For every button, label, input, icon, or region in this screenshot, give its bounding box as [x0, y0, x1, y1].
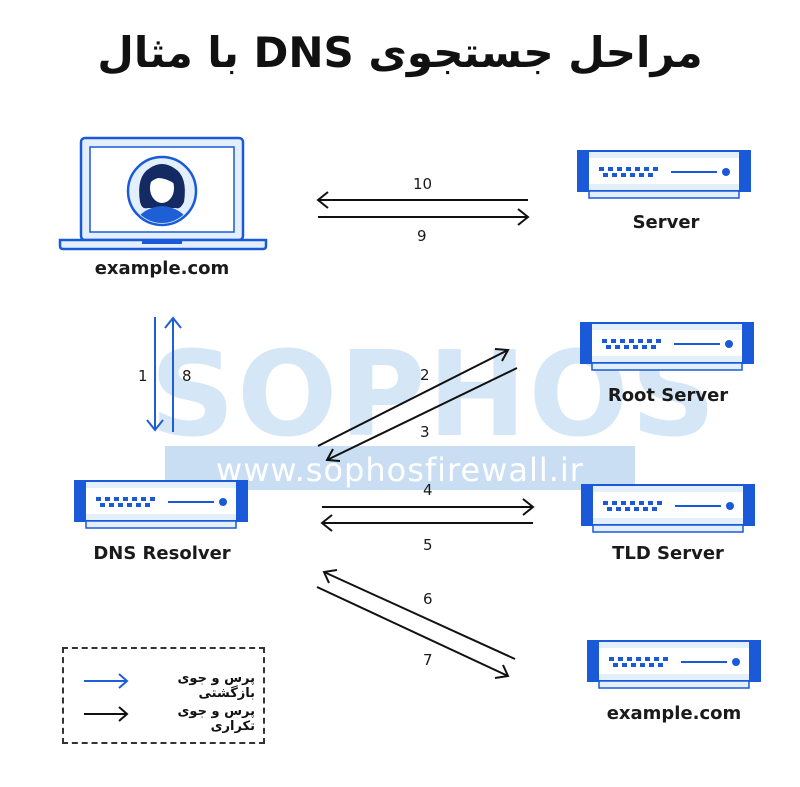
step-label-2: 2	[420, 366, 430, 384]
auth-server-icon	[587, 640, 761, 689]
step-label-5: 5	[423, 536, 433, 554]
step-label-4: 4	[423, 481, 433, 499]
watermark-url: www.sophosfirewall.ir	[216, 451, 584, 489]
tld-server-icon	[581, 484, 755, 533]
legend	[62, 647, 265, 744]
laptop-user-icon	[58, 136, 268, 251]
arrow-step-7	[316, 586, 509, 677]
arrow-step-6	[323, 571, 516, 660]
page-title: مراحل جستجوی DNS با مثال	[97, 28, 703, 77]
arrow-step-2	[317, 349, 509, 447]
step-label-1: 1	[138, 367, 148, 385]
tld-server-label: TLD Server	[612, 543, 724, 564]
step-label-8: 8	[182, 367, 192, 385]
root-server-label: Root Server	[607, 385, 729, 406]
arrow-step-3	[326, 367, 518, 461]
step-label-7: 7	[423, 651, 433, 669]
step-label-9: 9	[417, 227, 427, 245]
server-label: Server	[632, 212, 700, 233]
step-label-3: 3	[420, 423, 430, 441]
step-label-10: 10	[413, 175, 433, 193]
server-icon	[577, 150, 751, 199]
legend-recursive-label: پرس و جوی بازگشتی	[177, 671, 255, 701]
root-server-icon	[580, 322, 754, 371]
dns-resolver-icon	[74, 480, 248, 529]
legend-iterative-label: پرس و جوی تکراری	[177, 704, 255, 734]
client-label: example.com	[94, 258, 230, 279]
step-label-6: 6	[423, 590, 433, 608]
dns-resolver-label: DNS Resolver	[93, 543, 231, 564]
auth-server-label: example.com	[606, 703, 742, 724]
